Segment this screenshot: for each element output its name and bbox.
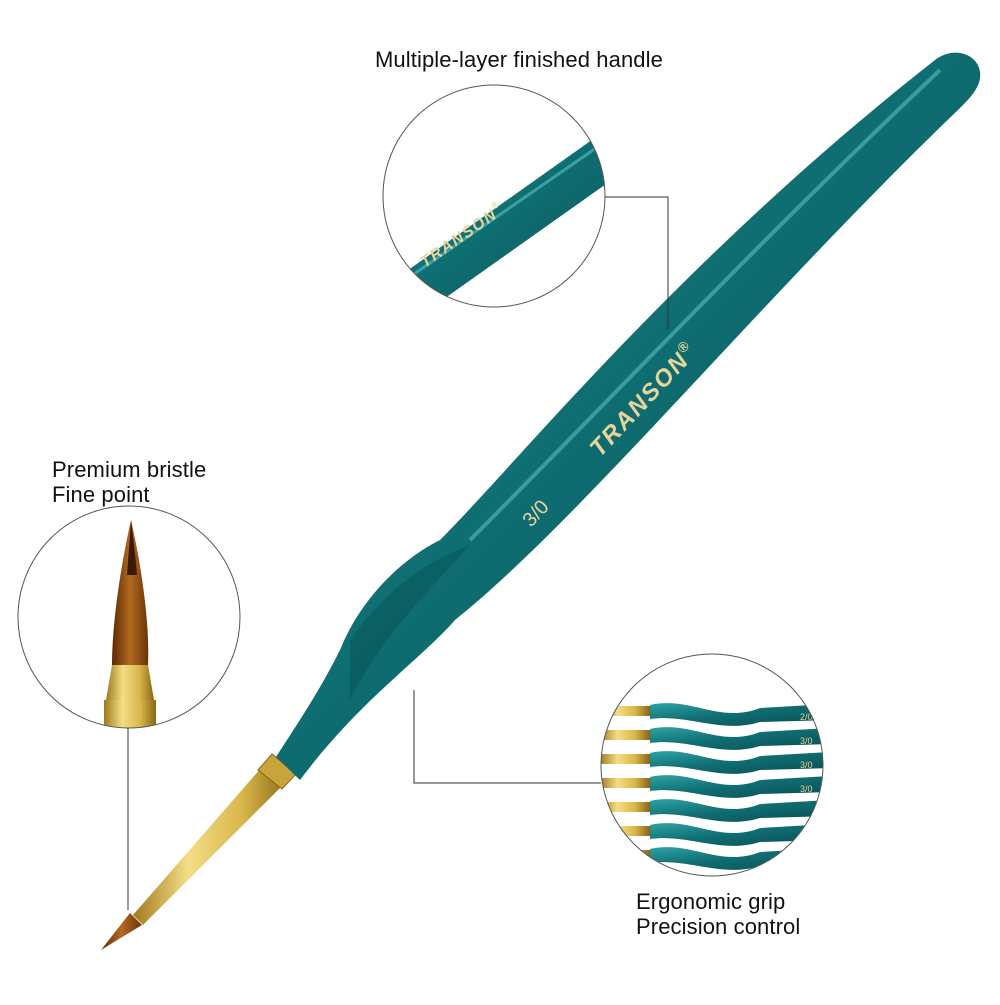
grip-label-line-2: Precision control bbox=[636, 914, 801, 939]
grip-set-size-label: 3/0 bbox=[800, 784, 813, 794]
main-brush: TRANSON® 3/0 bbox=[101, 52, 981, 950]
handle-detail-callout: TRANSON® bbox=[382, 84, 669, 330]
handle-leader-line bbox=[605, 196, 669, 330]
brush-tip bbox=[101, 913, 142, 950]
grip-set-brush bbox=[601, 703, 823, 726]
bristle-detail-callout bbox=[17, 505, 241, 910]
grip-set-brush bbox=[601, 727, 823, 750]
grip-label-line-1: Ergonomic grip bbox=[636, 889, 786, 914]
grip-set-size-label: 3/0 bbox=[800, 760, 813, 770]
bristle-label-line-2: Fine point bbox=[52, 482, 150, 507]
grip-set-brush bbox=[601, 775, 823, 798]
grip-set-brush bbox=[601, 823, 823, 846]
bristle-label-line-1: Premium bristle bbox=[52, 457, 207, 482]
brush-handle bbox=[276, 52, 981, 780]
grip-set-size-label: 3/0 bbox=[800, 736, 813, 746]
bristle-detail-ferrule bbox=[106, 665, 154, 700]
grip-detail-callout: 2/0 3/0 3/0 3/0 bbox=[413, 653, 824, 877]
grip-set-size-label: 2/0 bbox=[800, 712, 813, 722]
grip-leader-line bbox=[413, 690, 601, 784]
bristle-detail-tip bbox=[112, 520, 149, 665]
bristle-feature-label: Premium bristle Fine point bbox=[52, 457, 206, 507]
handle-feature-label: Multiple-layer finished handle bbox=[375, 47, 663, 72]
grip-feature-label: Ergonomic grip Precision control bbox=[636, 889, 800, 939]
brush-ferrule bbox=[133, 760, 290, 925]
grip-set-brush bbox=[601, 799, 823, 822]
grip-set-brush bbox=[601, 751, 823, 774]
